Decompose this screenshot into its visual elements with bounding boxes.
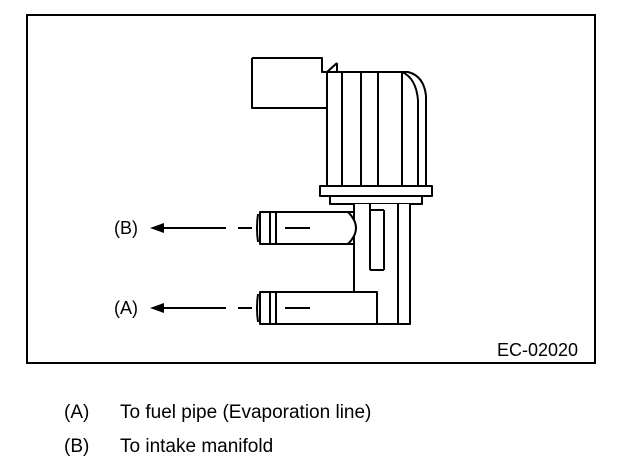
valve-upper-body: [251, 57, 427, 187]
legend-text: To intake manifold: [120, 436, 274, 457]
callout-b-arrowhead: [150, 223, 164, 233]
legend-item-a: (A) To fuel pipe (Evaporation line): [64, 396, 371, 430]
callout-b-label: (B): [114, 218, 138, 238]
legend-item-b: (B) To intake manifold: [64, 430, 371, 464]
figure-code: EC-02020: [497, 340, 578, 360]
callout-a-arrowhead: [150, 303, 164, 313]
legend-key: (A): [64, 402, 90, 423]
valve-flange: [319, 185, 433, 205]
legend-text: To fuel pipe (Evaporation line): [120, 402, 372, 423]
figure-frame: [26, 14, 596, 364]
port-a-nozzle: [256, 291, 378, 325]
port-b-nozzle: [256, 211, 357, 245]
callout-a-label: (A): [114, 298, 138, 318]
legend: (A) To fuel pipe (Evaporation line) (B) …: [64, 396, 371, 464]
legend-key: (B): [64, 436, 90, 457]
